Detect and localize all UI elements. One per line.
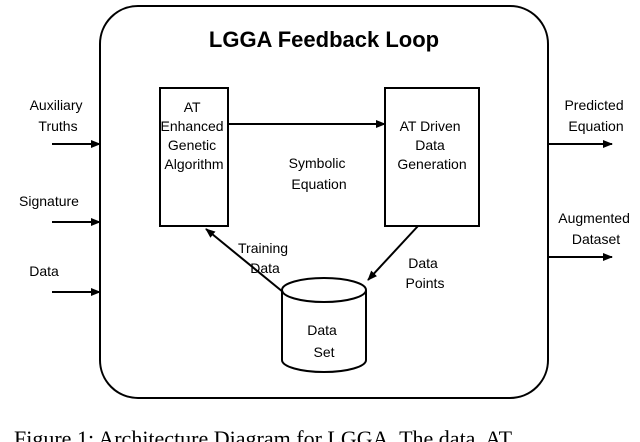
data-input-label: Data — [29, 263, 59, 279]
figure-caption: Figure 1: Architecture Diagram for LGGA.… — [14, 426, 513, 442]
data-set-label-line: Set — [313, 344, 334, 360]
svg-text:Data Set: Data Set — [307, 322, 340, 360]
augmented-dataset-label-line: Dataset — [572, 231, 620, 247]
svg-text:Symbolic Equation: Symbolic Equation — [289, 155, 350, 192]
data-set-label-line: Data — [307, 322, 337, 338]
svg-text:Training Data: Training Data — [238, 240, 292, 276]
diagram-title: LGGA Feedback Loop — [209, 27, 439, 52]
predicted-equation-label-line: Predicted — [564, 97, 623, 113]
data-set-cylinder-node: Data Set — [281, 277, 367, 373]
svg-text:Data Points: Data Points — [406, 255, 445, 291]
at-enhanced-ga-label-line: Genetic — [168, 137, 216, 153]
svg-text:AT Enhanced Geneti: AT Enhanced Genetic Algorithm — [161, 99, 228, 172]
svg-text:Predicted Equation: Predicted Equation — [564, 97, 627, 134]
signature-label: Signature — [19, 193, 79, 209]
svg-text:Augmented Dataset: Augmented Dataset — [558, 210, 634, 247]
data-points-arrow — [367, 225, 419, 281]
training-data-label-line: Data — [250, 260, 280, 276]
at-enhanced-genetic-algorithm-node: AT Enhanced Genetic Algorithm — [159, 87, 229, 227]
symbolic-equation-label-line: Symbolic — [289, 155, 346, 171]
augmented-dataset-label-line: Augmented — [558, 210, 630, 226]
symbolic-equation-label-line: Equation — [291, 176, 346, 192]
predicted-equation-label-line: Equation — [568, 118, 623, 134]
svg-text:Auxiliary Truths: Auxiliary Truths — [30, 97, 87, 134]
auxiliary-truths-label-line: Auxiliary — [30, 97, 83, 113]
at-driven-data-generation-node: AT Driven Data Generation — [384, 87, 480, 227]
at-driven-label-line: Generation — [397, 156, 466, 172]
data-points-label-line: Data — [408, 255, 438, 271]
auxiliary-truths-label-line: Truths — [38, 118, 77, 134]
svg-text:AT Driven Data Gen: AT Driven Data Generation — [397, 118, 466, 172]
training-data-label-line: Training — [238, 240, 288, 256]
at-enhanced-ga-label-line: Algorithm — [164, 156, 223, 172]
at-driven-label-line: Data — [415, 137, 445, 153]
training-data-arrow — [205, 228, 284, 293]
at-enhanced-ga-label-line: AT — [184, 99, 201, 115]
at-driven-label-line: AT Driven — [400, 118, 461, 134]
at-enhanced-ga-label-line: Enhanced — [161, 118, 224, 134]
data-points-label-line: Points — [406, 275, 445, 291]
